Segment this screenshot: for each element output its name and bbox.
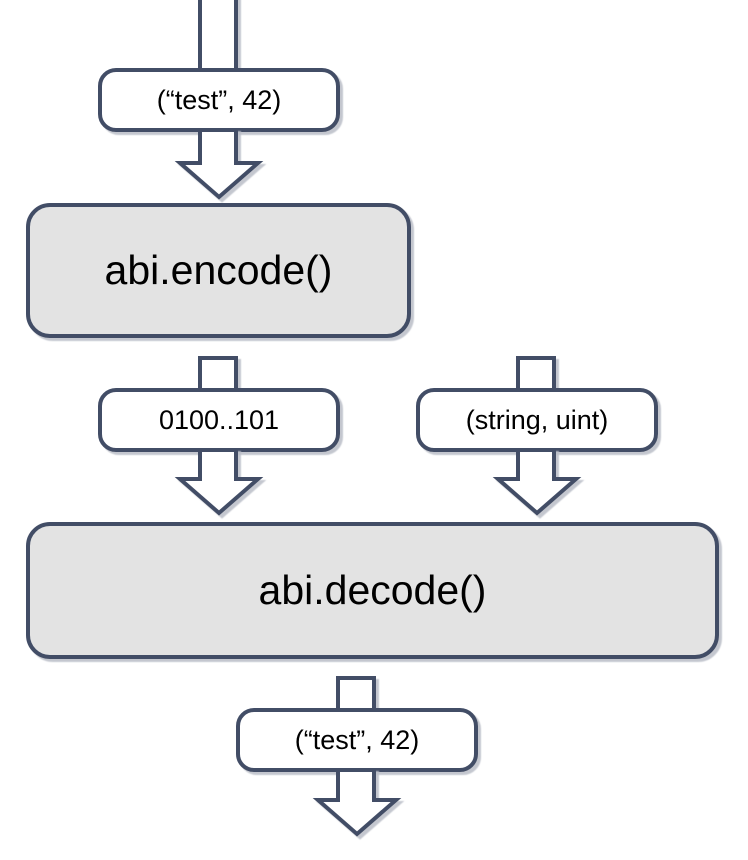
connector-types-stem [516,356,556,394]
connector-encoded-to-decode [174,448,264,516]
connector-encode-to-encoded [198,356,238,394]
node-output-tuple-shape[interactable] [236,708,478,772]
connector-top-stem [198,0,238,74]
node-encode-shape[interactable] [26,203,411,338]
connector-output-out [312,768,402,837]
node-encoded-bytes-shape[interactable] [98,388,340,452]
connector-input-to-encode [174,128,264,200]
connector-types-to-decode [492,448,582,516]
node-types-tuple-shape[interactable] [416,388,658,452]
node-input-tuple-shape[interactable] [98,68,340,132]
node-decode-shape[interactable] [26,522,719,659]
connector-decode-to-output [336,676,376,714]
